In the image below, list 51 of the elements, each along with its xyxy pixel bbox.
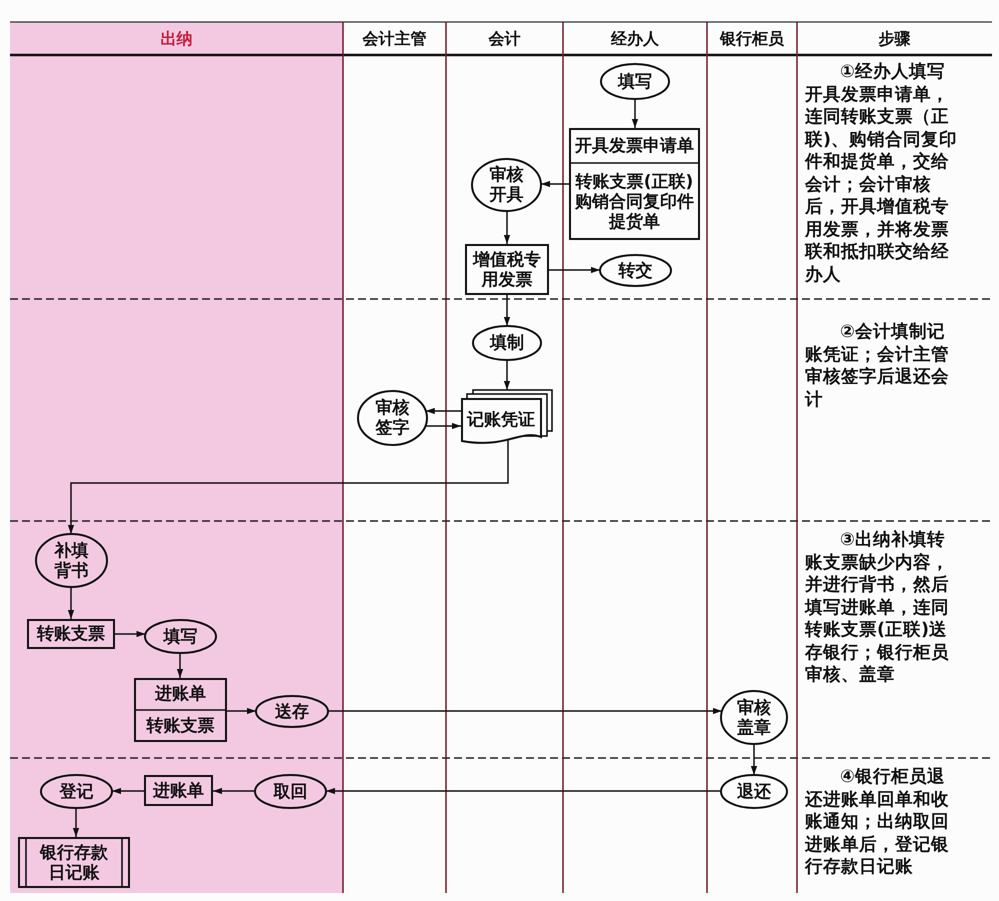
action-oval: 填写 (144, 619, 217, 654)
action-oval: 填制 (472, 325, 542, 361)
arrow (750, 744, 758, 775)
action-oval: 退还 (720, 774, 788, 809)
arrow (504, 295, 510, 326)
action-oval: 补填背书 (35, 533, 108, 588)
arrow (541, 180, 569, 188)
step-description: ③出纳补填转账支票缺少内容，并进行背书，然后填写进账单，连同转账支票(正联)送存银行；银行柜员审核、盖章 (805, 529, 950, 686)
action-oval: 送存 (255, 695, 329, 728)
section-text: 进账单 (155, 684, 206, 704)
column-header: 会计主管 (362, 29, 426, 49)
document-box: 进账单 (144, 775, 213, 806)
arrow (115, 630, 146, 638)
action-oval: 审核开具 (471, 158, 542, 212)
arrow (72, 808, 80, 837)
arrow (227, 708, 256, 714)
action-oval: 审核盖章 (720, 690, 788, 745)
arrow (213, 788, 255, 794)
arrow (68, 440, 509, 534)
arrow (549, 266, 600, 274)
column-header: 步骤 (878, 29, 910, 49)
ledger-box: 银行存款日记账 (18, 837, 130, 888)
arrow (426, 408, 461, 414)
arrow (112, 788, 144, 794)
document-box: 转账支票 (27, 619, 115, 649)
arrow (426, 422, 461, 430)
section-text: 转账支票 (146, 716, 214, 736)
step-description: ④银行柜员退还进账单回单和收账通知；出纳取回进账单后，登记银行存款日记账 (805, 766, 950, 878)
column-header: 经办人 (611, 29, 659, 49)
column-header: 会计 (488, 29, 520, 49)
action-oval: 审核签字 (357, 390, 428, 446)
action-oval: 登记 (40, 774, 113, 809)
arrow (68, 587, 74, 619)
document-box: 增值税专用发票 (465, 244, 549, 295)
arrow (504, 211, 510, 244)
arrow (326, 788, 721, 794)
section-text: 开具发票申请单 (575, 136, 694, 156)
column-header: 银行柜员 (720, 29, 784, 49)
column-header: 出纳 (160, 29, 192, 49)
arrow (504, 360, 510, 390)
document-box (569, 128, 700, 240)
arrow (176, 653, 184, 678)
document-box (134, 678, 227, 742)
section-text: 转账支票(正联)购销合同复印件提货单 (574, 172, 695, 232)
step-description: ①经办人填写开具发票申请单，连同转账支票（正联)、购销合同复印件和提货单，交给会计；会计审核后，开具增值税专用发票，并将发票联和抵扣联交给经办人 (805, 61, 957, 286)
action-oval: 转交 (599, 254, 672, 287)
action-oval: 填写 (600, 63, 670, 100)
arrow (328, 708, 722, 714)
arrow (632, 99, 638, 128)
step-description: ②会计填制记账凭证；会计主管审核签字后退还会计 (805, 321, 950, 411)
action-oval: 取回 (254, 774, 327, 809)
